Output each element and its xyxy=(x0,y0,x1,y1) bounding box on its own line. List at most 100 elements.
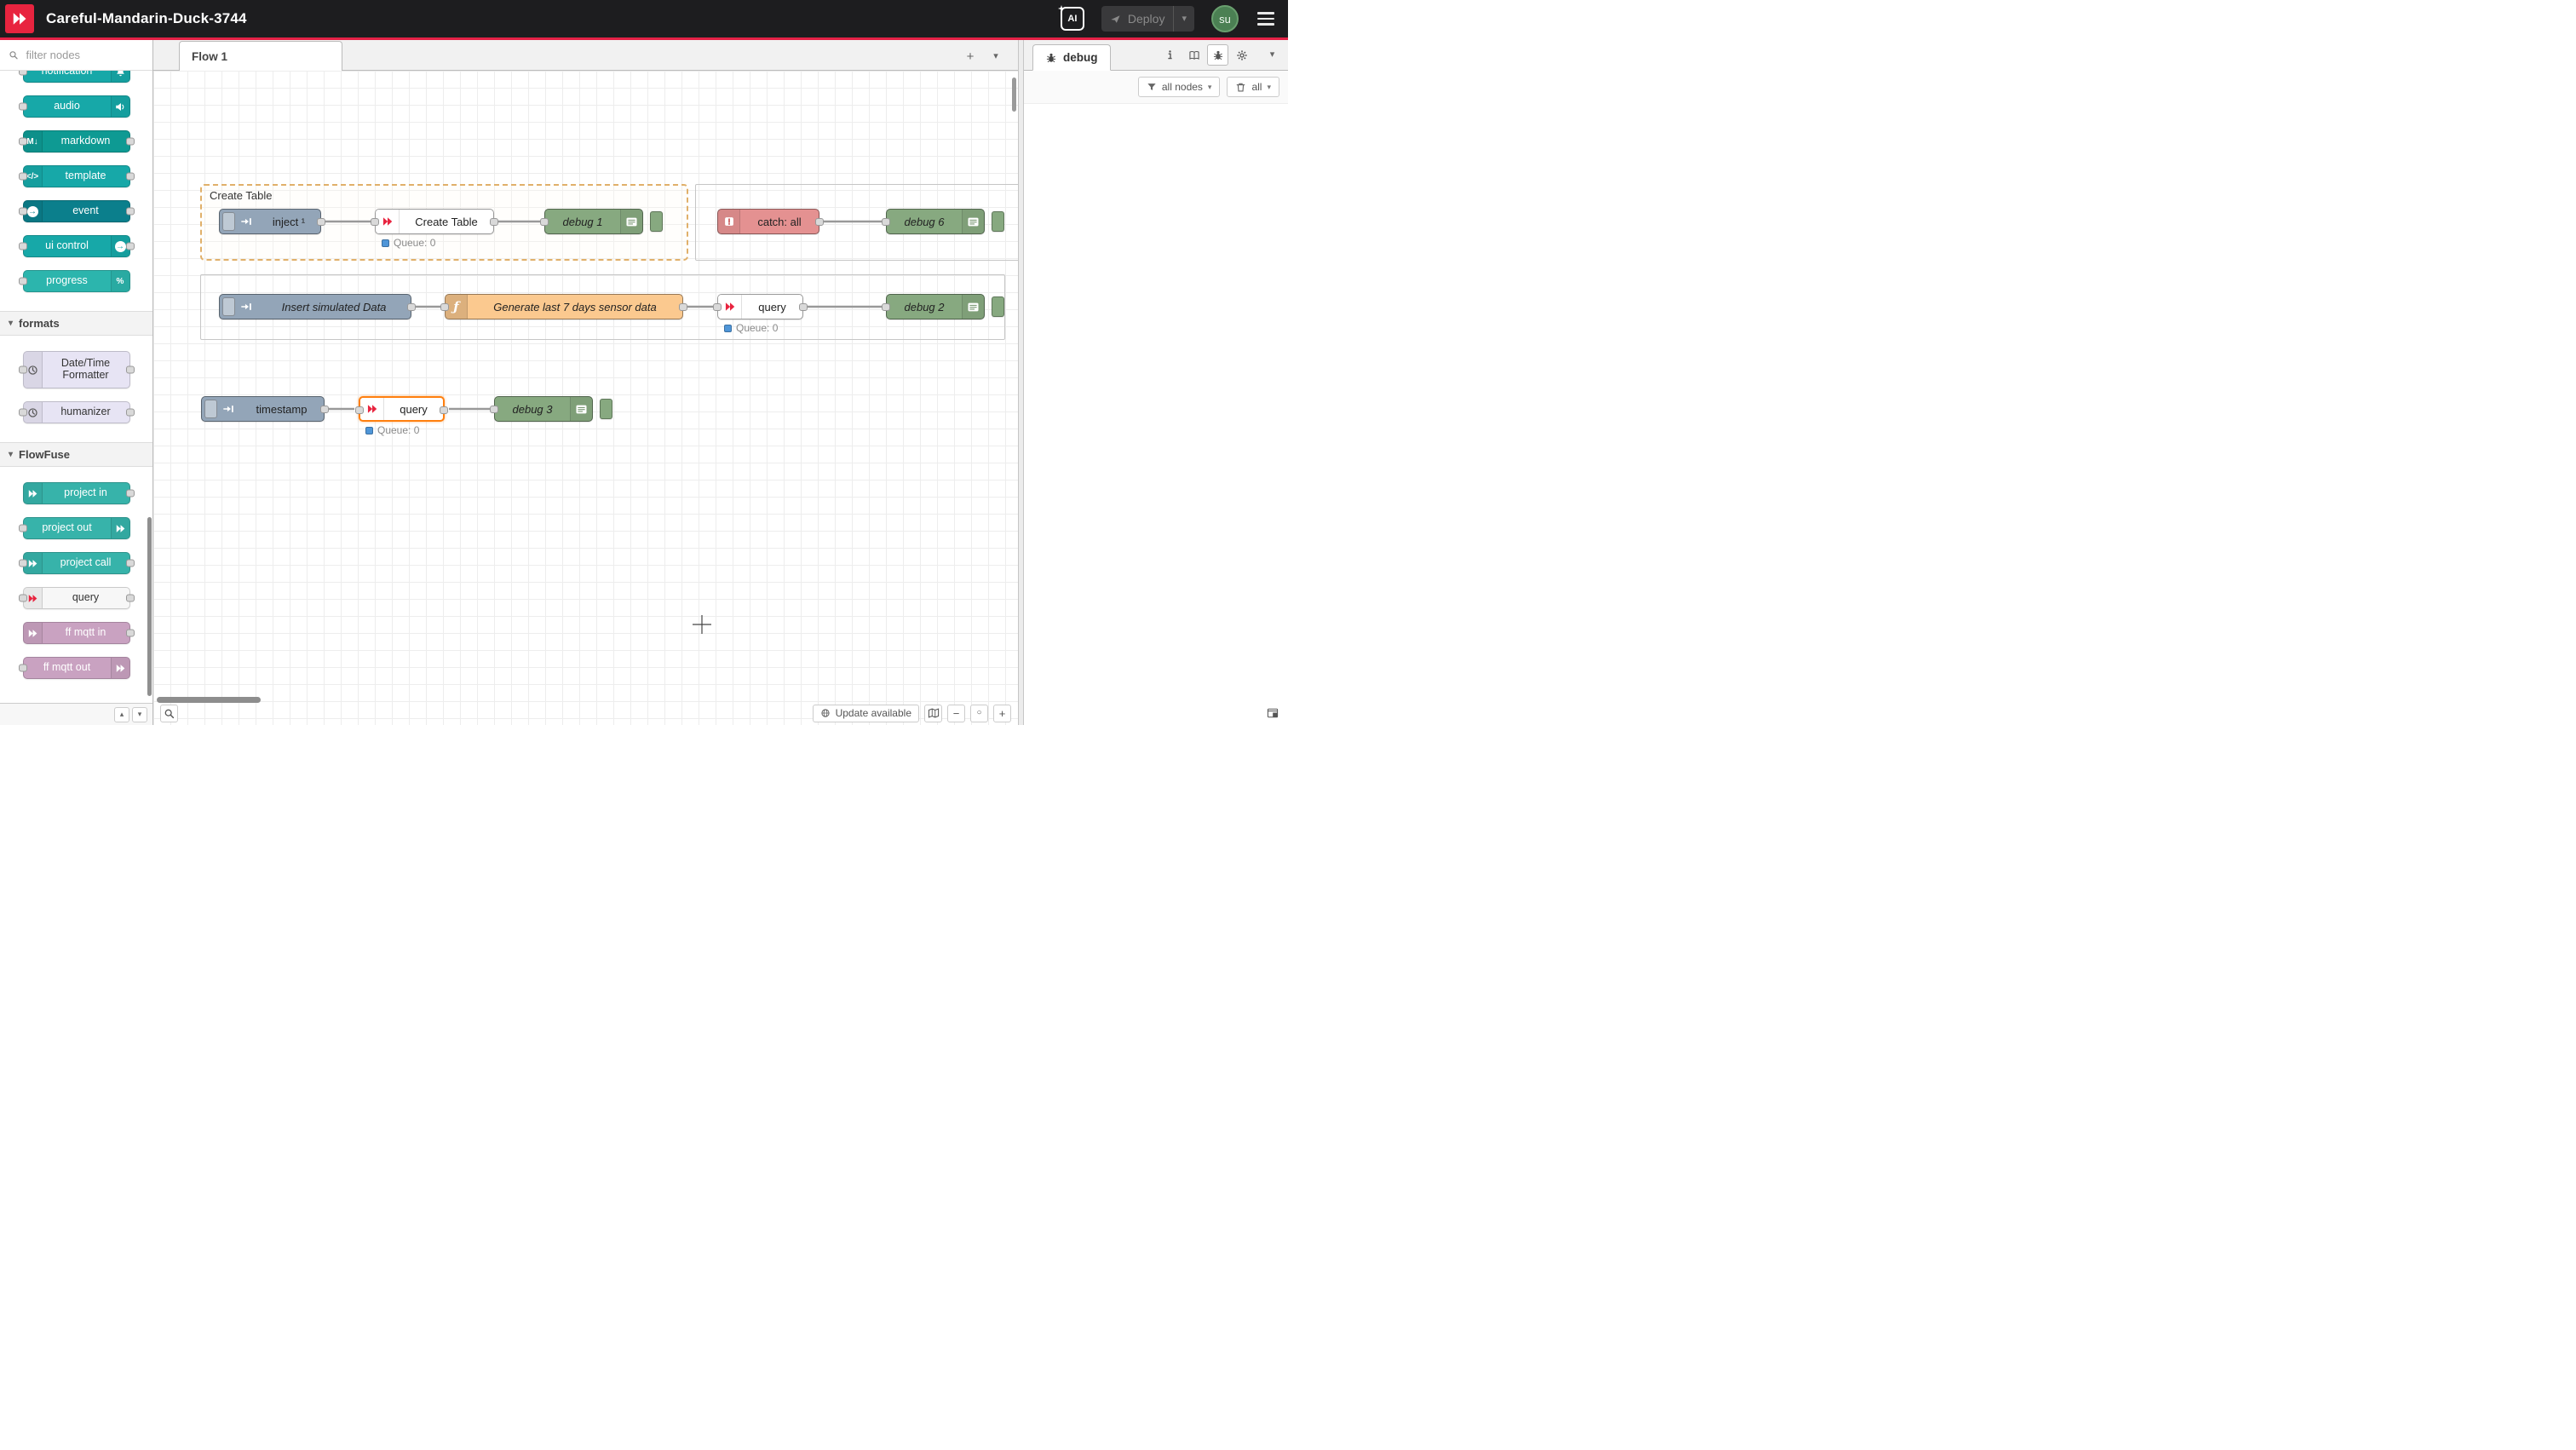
node-debug-2[interactable]: debug 2 xyxy=(886,294,985,319)
help-tab-button[interactable] xyxy=(1183,44,1205,66)
collapse-categories-button[interactable]: ▴ xyxy=(114,707,129,722)
port-in xyxy=(19,278,27,285)
palette-node-ff-mqtt-out[interactable]: ff mqtt out xyxy=(23,657,130,679)
port-out[interactable] xyxy=(815,218,824,226)
palette-node-project-call[interactable]: project call xyxy=(23,552,130,574)
tab-debug[interactable]: debug xyxy=(1032,44,1111,71)
port-in[interactable] xyxy=(355,406,364,414)
palette-node-humanizer[interactable]: humanizer xyxy=(23,401,130,423)
clock-icon xyxy=(27,365,38,376)
canvas-vertical-scrollbar[interactable] xyxy=(1012,78,1016,112)
palette-node-template[interactable]: </>template xyxy=(23,165,130,187)
ai-label: AI xyxy=(1067,14,1077,24)
inject-button[interactable] xyxy=(204,400,217,418)
node-label: catch: all xyxy=(740,216,819,228)
plus-icon: + xyxy=(967,50,975,63)
port-out[interactable] xyxy=(490,218,498,226)
port-in[interactable] xyxy=(713,303,722,311)
user-avatar[interactable]: su xyxy=(1211,5,1239,32)
zoom-in-button[interactable]: + xyxy=(993,705,1011,722)
node-insert-simulated-data[interactable]: Insert simulated Data xyxy=(219,294,411,319)
flowfuse-logo[interactable] xyxy=(5,4,34,33)
deploy-button[interactable]: Deploy ▾ xyxy=(1101,6,1194,32)
port-in[interactable] xyxy=(440,303,449,311)
port-out[interactable] xyxy=(320,406,329,413)
palette-node-project-in[interactable]: project in xyxy=(23,482,130,504)
port-in[interactable] xyxy=(882,303,890,311)
port-in xyxy=(19,560,27,567)
palette-node-audio[interactable]: audio xyxy=(23,95,130,118)
palette-search[interactable] xyxy=(0,40,152,71)
palette-node-ff-mqtt-in[interactable]: ff mqtt in xyxy=(23,622,130,644)
node-query[interactable]: query xyxy=(717,294,803,319)
inject-button[interactable] xyxy=(222,212,235,231)
debug-toggle-button[interactable] xyxy=(600,399,612,419)
debug-toggle-button[interactable] xyxy=(992,211,1004,232)
port-out[interactable] xyxy=(317,218,325,226)
palette-node-ui-control[interactable]: ui control→ xyxy=(23,235,130,257)
add-flow-button[interactable]: + xyxy=(962,48,979,65)
zoom-reset-button[interactable]: ○ xyxy=(970,705,988,722)
node-timestamp[interactable]: timestamp xyxy=(201,396,325,422)
debug-tab-button[interactable] xyxy=(1207,44,1228,66)
palette-node-notification[interactable]: notification xyxy=(23,71,130,83)
debug-toggle-button[interactable] xyxy=(992,296,1004,317)
node-debug-6[interactable]: debug 6 xyxy=(886,209,985,234)
palette-node-event[interactable]: →event xyxy=(23,200,130,222)
debug-toggle-button[interactable] xyxy=(650,211,663,232)
expand-categories-button[interactable]: ▾ xyxy=(132,707,147,722)
main-menu-button[interactable] xyxy=(1256,9,1276,29)
debug-filter-button[interactable]: all nodes ▾ xyxy=(1138,77,1221,97)
navigator-button[interactable] xyxy=(924,705,942,722)
sidebar-options-button[interactable]: ▾ xyxy=(1262,44,1283,66)
palette-node-progress[interactable]: progress% xyxy=(23,270,130,292)
tab-flow-1[interactable]: Flow 1 xyxy=(179,41,342,71)
node-debug-1[interactable]: debug 1 xyxy=(544,209,643,234)
port-in xyxy=(19,208,27,216)
palette-scrollbar[interactable] xyxy=(147,517,152,696)
palette-search-input[interactable] xyxy=(24,48,144,62)
flow-list-button[interactable]: ▾ xyxy=(987,48,1004,65)
port-in[interactable] xyxy=(490,406,498,413)
node-label: inject ¹ xyxy=(257,216,320,228)
port-out[interactable] xyxy=(679,303,687,311)
node-debug-3[interactable]: debug 3 xyxy=(494,396,593,422)
ff-logo-icon xyxy=(27,488,38,499)
palette-section-flowfuse[interactable]: ▾FlowFuse xyxy=(0,442,152,467)
zoom-out-button[interactable]: − xyxy=(947,705,965,722)
config-tab-button[interactable] xyxy=(1231,44,1252,66)
node-create-table[interactable]: Create Table xyxy=(375,209,494,234)
info-tab-button[interactable] xyxy=(1159,44,1181,66)
node-query[interactable]: query xyxy=(359,396,445,422)
deploy-options-caret[interactable]: ▾ xyxy=(1173,6,1194,32)
palette-node-date-time-formatter[interactable]: Date/Time Formatter xyxy=(23,351,130,388)
node-generate-last-7-days-sensor-data[interactable]: ƒGenerate last 7 days sensor data xyxy=(445,294,683,319)
palette-node-project-out[interactable]: project out xyxy=(23,517,130,539)
canvas-search-button[interactable] xyxy=(160,705,178,722)
port-out[interactable] xyxy=(407,303,416,311)
palette-section-formats[interactable]: ▾formats xyxy=(0,311,152,336)
flow-canvas[interactable]: Update available − ○ + Create Table injec… xyxy=(153,71,1018,725)
port-out[interactable] xyxy=(440,406,448,414)
node-catch-all[interactable]: catch: all xyxy=(717,209,819,234)
debug-clear-label: all xyxy=(1251,81,1262,93)
expand-debug-button[interactable] xyxy=(1264,705,1281,722)
palette-node-query[interactable]: query xyxy=(23,587,130,609)
sidebar-resize-handle[interactable] xyxy=(1018,40,1024,725)
inject-button[interactable] xyxy=(222,297,235,316)
port-in[interactable] xyxy=(371,218,379,226)
node-inject[interactable]: inject ¹ xyxy=(219,209,321,234)
debug-clear-button[interactable]: all ▾ xyxy=(1227,77,1279,97)
palette-footer: ▴ ▾ xyxy=(0,703,152,725)
ai-assistant-button[interactable]: AI xyxy=(1061,7,1084,31)
port-in[interactable] xyxy=(540,218,549,226)
palette-node-markdown[interactable]: M↓markdown xyxy=(23,130,130,152)
update-available-label: Update available xyxy=(836,707,911,719)
ff-logo-icon xyxy=(27,628,38,639)
chevron-up-icon: ▴ xyxy=(120,711,124,718)
port-in[interactable] xyxy=(882,218,890,226)
update-available-badge[interactable]: Update available xyxy=(813,705,919,722)
port-out[interactable] xyxy=(799,303,808,311)
chevron-down-icon: ▾ xyxy=(138,711,142,718)
port-in xyxy=(19,103,27,111)
